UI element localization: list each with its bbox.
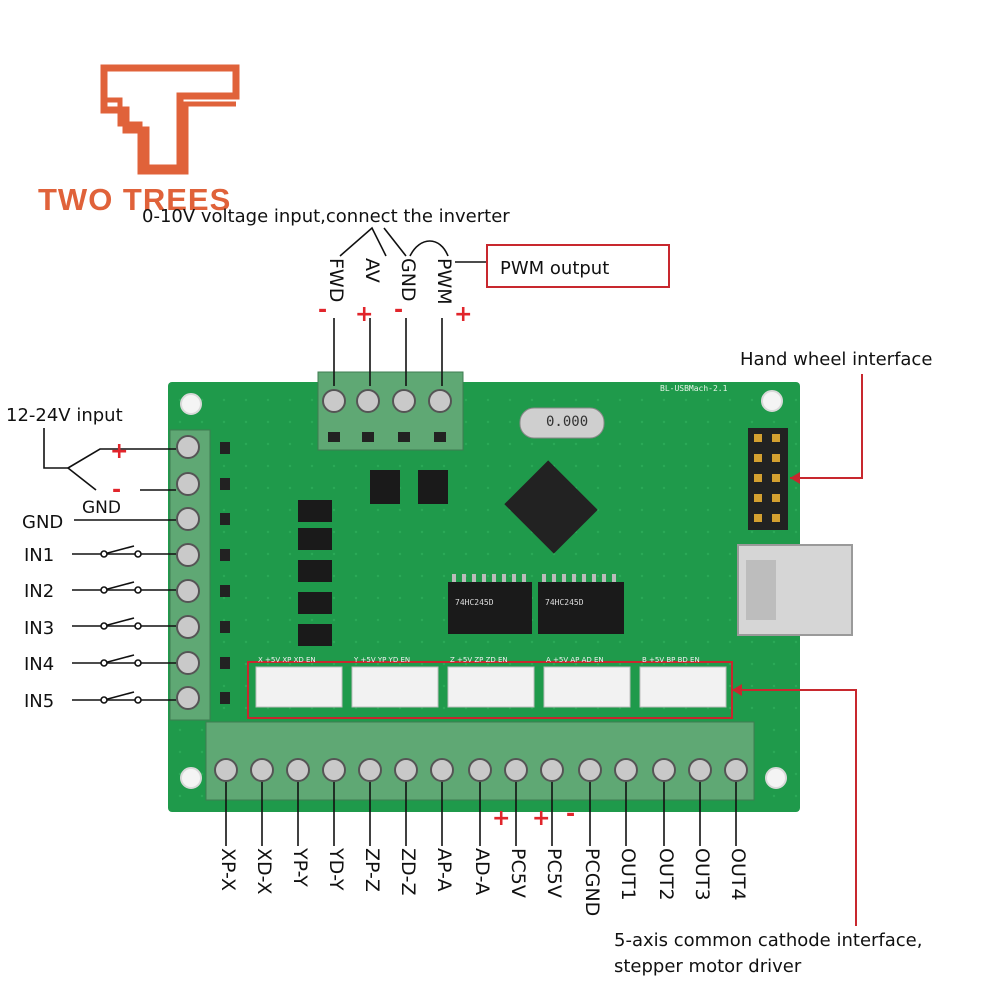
power-input-label: 12-24V input	[6, 405, 123, 426]
bottom-pin-ad-a: AD-A	[471, 848, 493, 896]
handwheel-label: Hand wheel interface	[740, 349, 933, 370]
pwm-output-label: PWM output	[500, 258, 610, 279]
mount-hole	[180, 393, 202, 415]
power-minus-sign: -	[112, 478, 122, 503]
top-pin-pwm: PWM	[433, 258, 455, 305]
axis-header-a: A +5V AP AD EN	[546, 656, 604, 664]
sign-pc5v-a: +	[492, 806, 511, 831]
top-pin-gnd: GND	[397, 258, 419, 302]
sign-pc5v-b: +	[532, 806, 551, 831]
axis-connector-z	[447, 666, 535, 708]
bottom-pin-zp-z: ZP-Z	[361, 848, 383, 892]
board-model-label: BL-USBMach-2.1	[660, 384, 728, 393]
bottom-pin-ap-a: AP-A	[433, 848, 455, 892]
chip-label-b: 74HC245D	[545, 598, 584, 607]
bottom-pin-xp-x: XP-X	[217, 848, 239, 891]
mount-hole	[180, 767, 202, 789]
axis-header-x: X +5V XP XD EN	[258, 656, 316, 664]
bottom-pin-pc5v-a: PC5V	[507, 848, 529, 898]
crystal	[519, 407, 605, 439]
axis-header-z: Z +5V ZP ZD EN	[450, 656, 508, 664]
axis-header-y: Y +5V YP YD EN	[354, 656, 411, 664]
cathode-interface-label-1: 5-axis common cathode interface,	[614, 930, 923, 951]
cathode-interface-label-2: stepper motor driver	[614, 956, 802, 977]
input-in4-label: IN4	[24, 654, 55, 675]
sign-av: +	[355, 302, 374, 327]
chip-label-a: 74HC245D	[455, 598, 494, 607]
sign-gnd: -	[394, 298, 404, 323]
input-in2-label: IN2	[24, 581, 55, 602]
input-gnd-label: GND	[22, 512, 64, 533]
power-plus-sign: +	[110, 439, 129, 464]
bottom-pin-out4: OUT4	[727, 848, 749, 901]
mount-hole	[761, 390, 783, 412]
axis-header-b: B +5V BP BD EN	[642, 656, 700, 664]
buffer-chip	[448, 582, 532, 634]
bottom-pin-zd-z: ZD-Z	[397, 848, 419, 896]
axis-connector-b	[639, 666, 727, 708]
bottom-pin-yp-y: YP-Y	[289, 848, 311, 887]
sign-pwm: +	[454, 302, 473, 327]
bottom-pin-yd-y: YD-Y	[325, 848, 347, 891]
axis-connector-y	[351, 666, 439, 708]
voltage-input-label: 0-10V voltage input,connect the inverter	[142, 206, 510, 227]
bottom-pin-out2: OUT2	[655, 848, 677, 901]
input-in3-label: IN3	[24, 618, 55, 639]
bottom-pin-pcgnd: PCGND	[581, 848, 603, 917]
bottom-pin-pc5v-b: PC5V	[543, 848, 565, 898]
brand-name: TWO TREES	[38, 182, 232, 217]
power-gnd-label: GND	[82, 498, 121, 518]
input-in1-label: IN1	[24, 545, 55, 566]
bottom-pin-xd-x: XD-X	[253, 848, 275, 895]
mount-hole	[765, 767, 787, 789]
bottom-pin-out1: OUT1	[617, 848, 639, 901]
sign-fwd: -	[318, 298, 328, 323]
crystal-label: 0.000	[546, 414, 589, 430]
axis-connector-x	[255, 666, 343, 708]
sign-pcgnd: -	[566, 802, 576, 827]
buffer-chip	[538, 582, 624, 634]
pwm-output-box: PWM output	[486, 244, 670, 288]
bottom-pin-out3: OUT3	[691, 848, 713, 901]
input-in5-label: IN5	[24, 691, 55, 712]
top-pin-av: AV	[361, 258, 383, 283]
top-pin-fwd: FWD	[325, 258, 347, 303]
axis-connector-a	[543, 666, 631, 708]
mcu-chip	[504, 460, 598, 554]
